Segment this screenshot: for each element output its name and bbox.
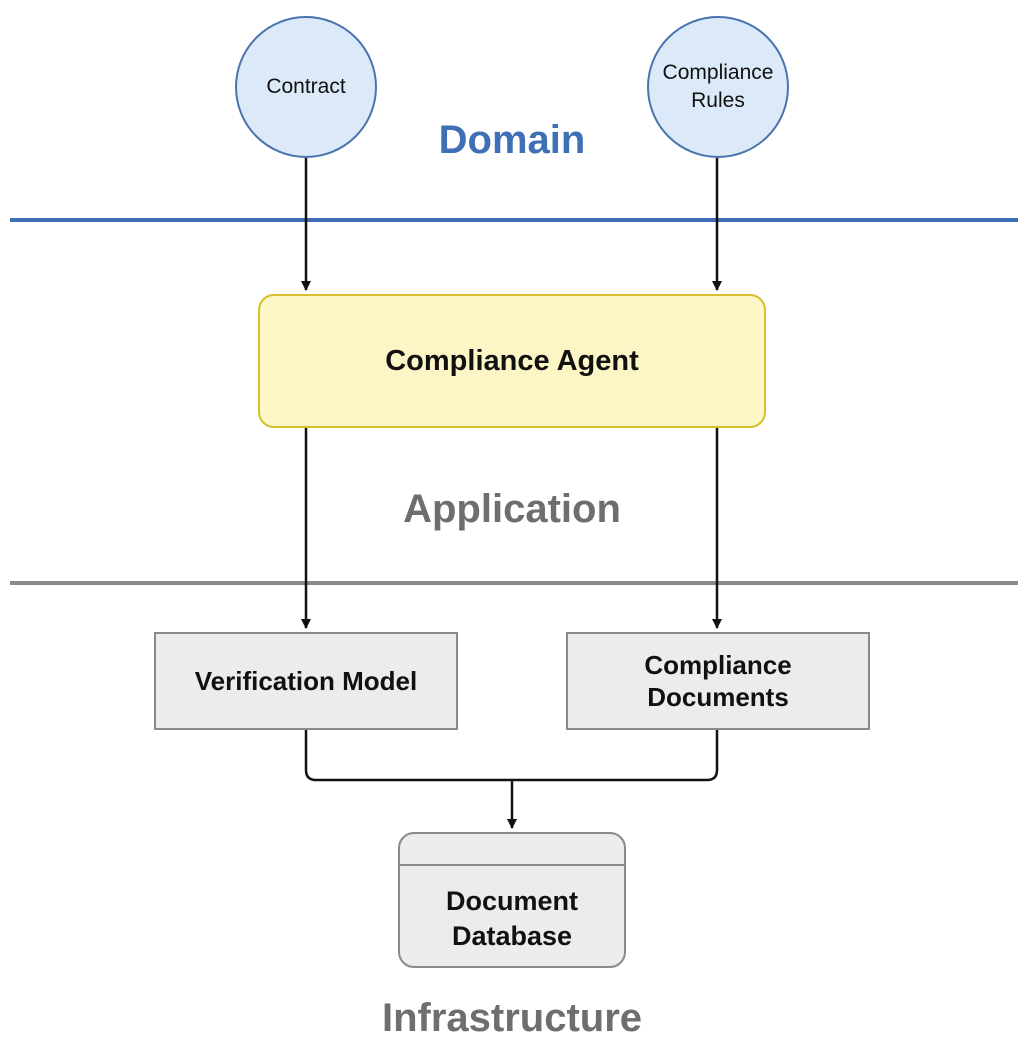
verification-model-node: Verification Model: [154, 632, 458, 730]
merge-connector: [304, 730, 719, 782]
domain-layer-label: Domain: [438, 118, 586, 162]
application-layer-label: Application: [403, 487, 621, 531]
document-database-node: Document Database: [398, 832, 626, 968]
compliance-documents-label: Compliance Documents: [644, 650, 792, 712]
compliance-agent-node: Compliance Agent: [258, 294, 766, 428]
compliance-documents-node: Compliance Documents: [566, 632, 870, 730]
compliance-rules-node: Compliance Rules: [647, 16, 789, 158]
document-database-label: Document Database: [445, 886, 578, 951]
infrastructure-layer-label: Infrastructure: [381, 996, 643, 1040]
database-cap-line: [400, 864, 624, 866]
compliance-agent-label: Compliance Agent: [385, 344, 639, 377]
verification-model-label: Verification Model: [194, 666, 418, 696]
contract-node: Contract: [235, 16, 377, 158]
contract-label: Contract: [266, 75, 346, 98]
compliance-rules-label: Compliance Rules: [662, 61, 774, 112]
